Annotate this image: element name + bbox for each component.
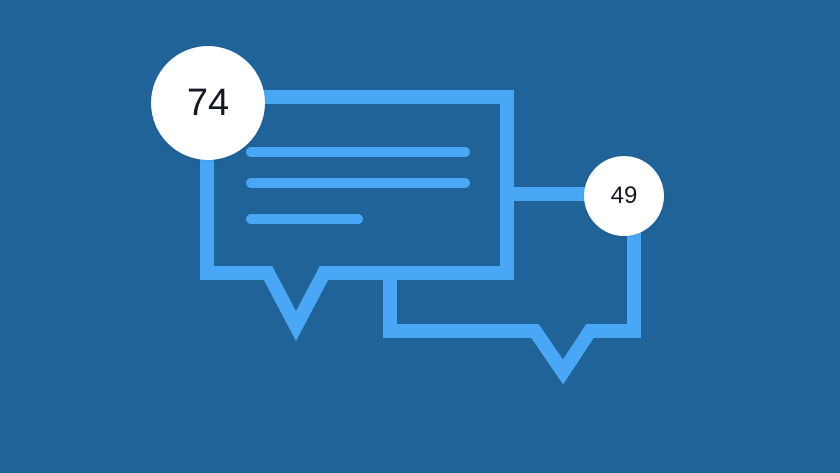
primary-bubble-outline	[200, 90, 514, 341]
primary-count-badge: 74	[151, 46, 265, 160]
primary-count-label: 74	[186, 81, 230, 124]
secondary-count-label: 49	[610, 182, 638, 209]
secondary-count-badge: 49	[584, 156, 664, 236]
